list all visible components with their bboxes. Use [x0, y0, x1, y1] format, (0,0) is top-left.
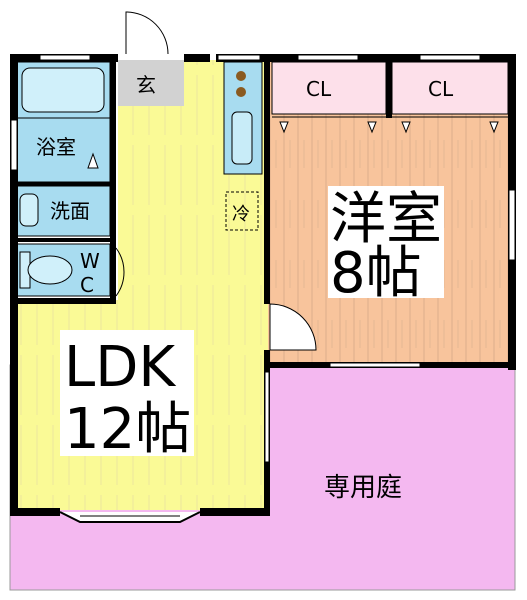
stove-burner-icon [236, 87, 246, 97]
fridge-space [225, 191, 259, 231]
ldk-size: 12帖 [64, 397, 191, 462]
sink-icon [231, 111, 253, 165]
genkan-label: 玄 [136, 73, 156, 97]
toilet-bowl-icon [27, 255, 73, 285]
closet-right-label: CL [428, 77, 454, 101]
window [264, 371, 270, 463]
room-door [269, 303, 317, 351]
ldk-name: LDK [64, 335, 176, 400]
window [297, 54, 359, 61]
closet-left-label: CL [306, 77, 332, 101]
stove-burner-icon [236, 71, 246, 81]
window [508, 189, 516, 261]
western-room-size: 8帖 [330, 241, 422, 306]
washbasin-icon [19, 193, 39, 227]
entrance-door [125, 11, 169, 55]
bay-window [59, 511, 201, 523]
wc-w-label: W [80, 249, 100, 273]
bathtub-icon [21, 67, 105, 113]
window [217, 54, 261, 61]
washroom-label: 洗面 [50, 199, 90, 223]
window [329, 362, 421, 368]
western-room-name: 洋室 [330, 187, 442, 252]
fridge-label: 冷 [232, 204, 250, 225]
window [419, 54, 481, 61]
genkan-area [118, 60, 184, 106]
wc-c-label: C [80, 273, 94, 297]
window [10, 119, 18, 171]
bath-label: 浴室 [36, 135, 76, 159]
garden-label: 専用庭 [324, 473, 402, 503]
window [39, 54, 91, 61]
wc-door [115, 247, 125, 297]
